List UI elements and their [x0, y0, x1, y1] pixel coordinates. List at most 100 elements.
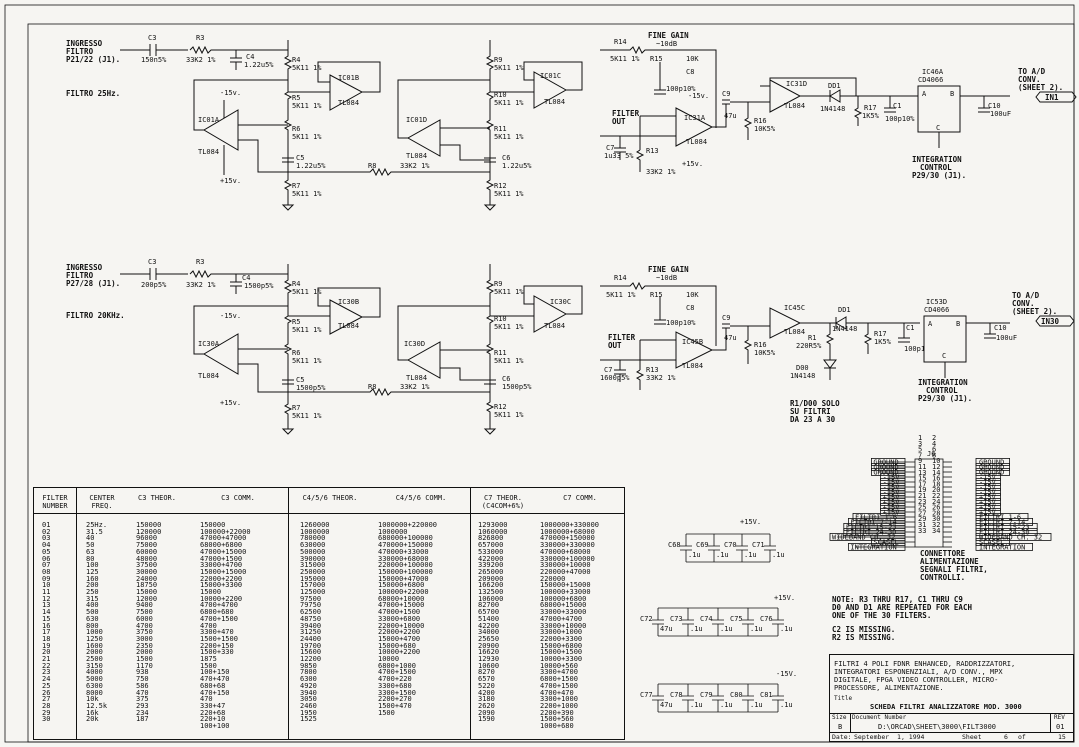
- table-cell: 28: [42, 701, 51, 710]
- connector-pin-number: 31: [918, 521, 926, 529]
- r14-label-2: R14: [614, 274, 627, 282]
- r1-value: 220R5%: [796, 342, 822, 350]
- connector-pin-number: 21: [918, 492, 926, 500]
- connector-pin-number: 9: [918, 457, 922, 465]
- m15-label-c: -15v.: [220, 312, 241, 320]
- table-cell: 150000: [200, 521, 226, 529]
- connector-right-net: FILTRI 15-23: [979, 523, 1030, 531]
- r12-value-2: 5K11 1%: [494, 411, 524, 419]
- c10-value: 100uF: [990, 110, 1011, 118]
- table-cell: 8000: [86, 688, 103, 697]
- resistor-ladder-3: [283, 264, 293, 429]
- cd-b-2: B: [956, 320, 960, 328]
- table-cell: 390000: [300, 554, 326, 563]
- table-cell: 150000+47000: [378, 574, 429, 583]
- dd1-label-2: DD1: [838, 306, 851, 314]
- bypass-cap-value: .1u: [720, 625, 733, 633]
- connector-pin-number: 29: [918, 515, 926, 523]
- tb-description-1: FILTRI 4 POLI FDNR ENHANCED, RADDRIZZATO…: [834, 660, 1016, 668]
- connector-right-net: GROUND: [979, 468, 1004, 476]
- r11-label-2: R11: [494, 349, 507, 357]
- r6-label: R6: [292, 125, 300, 133]
- table-cell: 470000+150000: [378, 541, 433, 550]
- table-cell: 15000+6800: [540, 641, 583, 650]
- tb-rev: 01: [1056, 723, 1065, 731]
- table-cell: 1000000+68000: [540, 527, 595, 536]
- table-cell: 187: [136, 715, 149, 724]
- table-cell: 1600: [86, 641, 103, 650]
- table-cell: 4700+1500: [540, 681, 578, 690]
- ic01a-label: IC01A: [198, 116, 220, 124]
- connector-net-flag: [975, 502, 1001, 511]
- tb-description-4: PROCESSORE, ALIMENTAZIONE.: [834, 684, 944, 692]
- tb-size-label: Size: [832, 714, 847, 721]
- table-cell: 209000: [478, 574, 504, 583]
- note-line-2: D0 AND D1 ARE REPEATED FOR EACH: [832, 603, 972, 612]
- connector-left-net: +15V: [883, 498, 901, 506]
- c7-label-2: C7: [604, 366, 612, 374]
- r9-value-2: 5K11 1%: [494, 288, 524, 296]
- table-cell: 25Hz.: [86, 521, 108, 529]
- r1d00-note: R1/D00 SOLO: [790, 399, 840, 408]
- c6-value: 1.22u5%: [502, 162, 532, 170]
- to-ad-label-c: (SHEET 2).: [1018, 83, 1063, 92]
- table-cell: 75000: [136, 541, 158, 550]
- connector-pin-number: 1: [918, 434, 922, 442]
- ic01a-part: TL084: [198, 148, 219, 156]
- connector-pin-number: 3: [918, 440, 922, 448]
- table-cell: 1293000: [478, 521, 508, 529]
- table-cell: 3750: [136, 628, 153, 637]
- connector-net-flag: [880, 492, 906, 501]
- r3-label-2: R3: [196, 258, 204, 266]
- connector-left-net: FILTRI 24-30: [846, 528, 897, 536]
- in1-port-text: IN1: [1045, 93, 1059, 102]
- bypass-cap-label: C79: [700, 691, 713, 699]
- input-label-2: INGRESSO: [66, 263, 103, 272]
- tb-sheet-label: Sheet: [962, 733, 982, 741]
- table-cell: 4700: [136, 621, 153, 630]
- bypass-capacitors: C68.1uC69.1uC70.1uC71.1uC7247uC73.1uC74.…: [640, 518, 797, 713]
- table-cell: 20: [42, 648, 51, 657]
- int-ctrl-label-2: INTEGRATION: [918, 378, 968, 387]
- connector-net-flag: [880, 477, 906, 486]
- connector-net-flag: [880, 507, 906, 516]
- table-cell: 200: [86, 581, 99, 590]
- r5-value-2: 5K11 1%: [292, 326, 322, 334]
- fine-gain-db: ~10dB: [656, 40, 677, 48]
- table-cell: 16k: [86, 708, 99, 717]
- c9-wire: [730, 101, 770, 140]
- connector-pin-number: 4: [932, 440, 936, 448]
- th-filter-number: FILTER NUMBER: [42, 494, 68, 510]
- connector-left-net: -15V: [883, 478, 901, 486]
- r3-value: 33K2 1%: [186, 56, 216, 64]
- table-cell: 3150: [86, 661, 103, 670]
- input-label-1c: P21/22 (J1).: [66, 55, 120, 64]
- bypass-cap-label: C77: [640, 691, 653, 699]
- to-ad-label-2c: (SHEET 2).: [1012, 307, 1057, 316]
- note-line-5: R2 IS MISSING.: [832, 633, 895, 642]
- r13-value: 33K2 1%: [646, 168, 676, 176]
- table-cell: 500000: [300, 547, 326, 556]
- table-cell: 22000+3300: [540, 634, 583, 643]
- ic31a-part: TL084: [686, 138, 707, 146]
- tb-docnum-label: Document Number: [852, 714, 907, 721]
- connector-right-net: +15V: [979, 503, 997, 511]
- connector-right-net: +15V: [979, 498, 997, 506]
- filter-20khz-circuit: INGRESSO FILTRO P27/28 (J1). FILTRO 20KH…: [66, 258, 1075, 435]
- int-ctrl-label-2b: CONTROL: [926, 386, 958, 395]
- fine-gain-db-2: ~10dB: [656, 274, 677, 282]
- table-cell: 2200+150: [200, 641, 234, 650]
- ic45c-part: TL084: [784, 328, 805, 336]
- connector-left-net: SCASEL: [873, 538, 898, 546]
- table-cell: 22000+10000: [378, 621, 425, 630]
- table-cell: 6800+680: [200, 608, 234, 617]
- r5-value: 5K11 1%: [292, 102, 322, 110]
- bypass-cap-symbol: [682, 608, 694, 636]
- table-cell: 1525: [300, 715, 317, 724]
- table-cell: 10000+2200: [378, 648, 421, 657]
- bypass-cap-value: 47u: [660, 625, 673, 633]
- table-cell: 220+68: [200, 708, 226, 717]
- connector-left-net: +15V: [883, 493, 901, 501]
